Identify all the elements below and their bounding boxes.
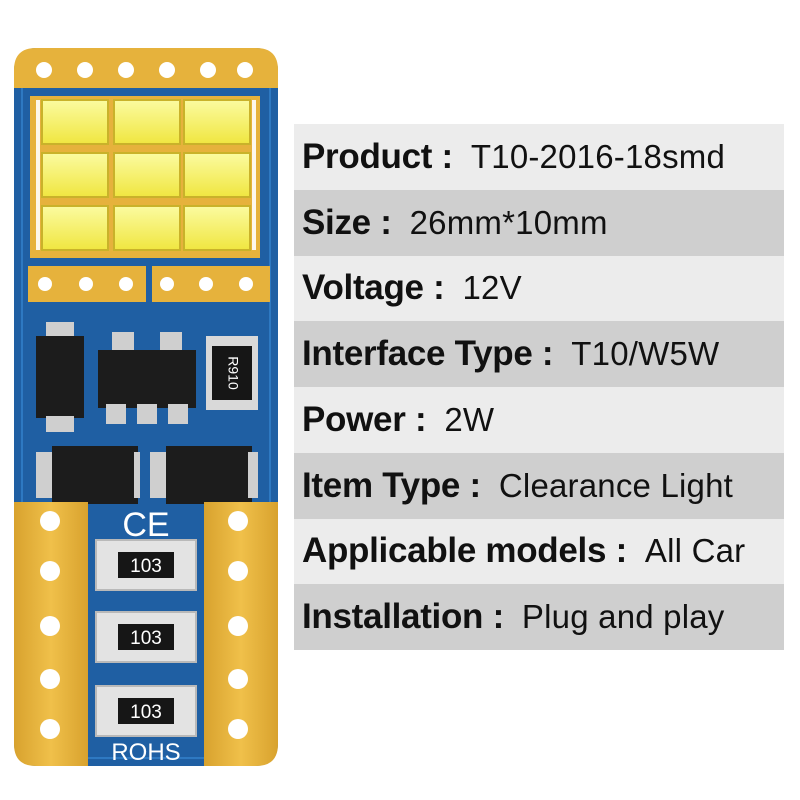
rohs-mark: ROHS xyxy=(111,739,180,766)
top-contact-holes xyxy=(36,62,253,78)
resistor-103-2: 103 xyxy=(95,611,197,663)
spec-row-size: Size : 26mm*10mm xyxy=(294,189,784,256)
spec-label-item-type: Item Type : xyxy=(302,465,481,505)
spec-value-item-type: Clearance Light xyxy=(498,466,734,504)
spec-value-product: T10-2016-18smd xyxy=(470,137,726,175)
spec-label-product: Product : xyxy=(302,136,453,176)
smd-led-4 xyxy=(41,152,109,198)
led-bulb-pcb-image: R910 CE 103 xyxy=(14,48,278,766)
spec-row-interface-type: Interface Type : T10/W5W xyxy=(294,321,784,387)
spec-value-power: 2W xyxy=(444,400,495,438)
spec-row-voltage: Voltage : 12V xyxy=(294,255,784,322)
spec-value-voltage: 12V xyxy=(462,269,522,307)
spec-table: Product : T10-2016-18smd Size : 26mm*10m… xyxy=(294,124,784,650)
mid-contact-holes xyxy=(38,277,253,291)
ce-mark: CE xyxy=(122,506,169,544)
resistor-103-1: 103 xyxy=(95,539,197,591)
spec-label-power: Power : xyxy=(302,399,427,439)
spec-label-voltage: Voltage : xyxy=(302,268,445,308)
top-gold-contact xyxy=(14,48,278,88)
rectifier-diodes xyxy=(36,446,258,504)
smd-led-5 xyxy=(113,152,181,198)
spec-label-applicable-models: Applicable models : xyxy=(302,531,627,571)
bottom-contact-holes xyxy=(40,511,248,739)
smd-led-6 xyxy=(183,152,251,198)
resistor-103-3: 103 xyxy=(95,685,197,737)
smd-led-8 xyxy=(113,205,181,251)
spec-label-size: Size : xyxy=(302,202,392,242)
spec-value-interface-type: T10/W5W xyxy=(571,335,720,373)
spec-row-power: Power : 2W xyxy=(294,387,784,453)
spec-value-applicable-models: All Car xyxy=(644,532,746,570)
spec-label-interface-type: Interface Type : xyxy=(302,334,554,374)
spec-row-installation: Installation : Plug and play xyxy=(294,584,784,650)
smd-led-2 xyxy=(113,99,181,145)
smd-led-1 xyxy=(41,99,109,145)
spec-row-product: Product : T10-2016-18smd xyxy=(294,124,784,190)
spec-row-item-type: Item Type : Clearance Light xyxy=(294,452,784,519)
resistor-103-label-3: 103 xyxy=(130,702,162,723)
spec-row-applicable-models: Applicable models : All Car xyxy=(294,518,784,585)
resistor-r910: R910 xyxy=(206,336,258,410)
resistor-r910-marking: R910 xyxy=(225,356,241,390)
spec-label-installation: Installation : xyxy=(302,597,504,637)
transistor-component xyxy=(98,332,196,424)
smd-led-3 xyxy=(183,99,251,145)
resistor-103-label-2: 103 xyxy=(130,628,162,649)
resistor-103-label-1: 103 xyxy=(130,556,162,577)
smd-led-7 xyxy=(41,205,109,251)
smd-led-9 xyxy=(183,205,251,251)
spec-value-size: 26mm*10mm xyxy=(409,203,608,241)
diode-component xyxy=(36,322,84,432)
smd-led-grid xyxy=(41,99,251,251)
spec-value-installation: Plug and play xyxy=(521,598,725,636)
